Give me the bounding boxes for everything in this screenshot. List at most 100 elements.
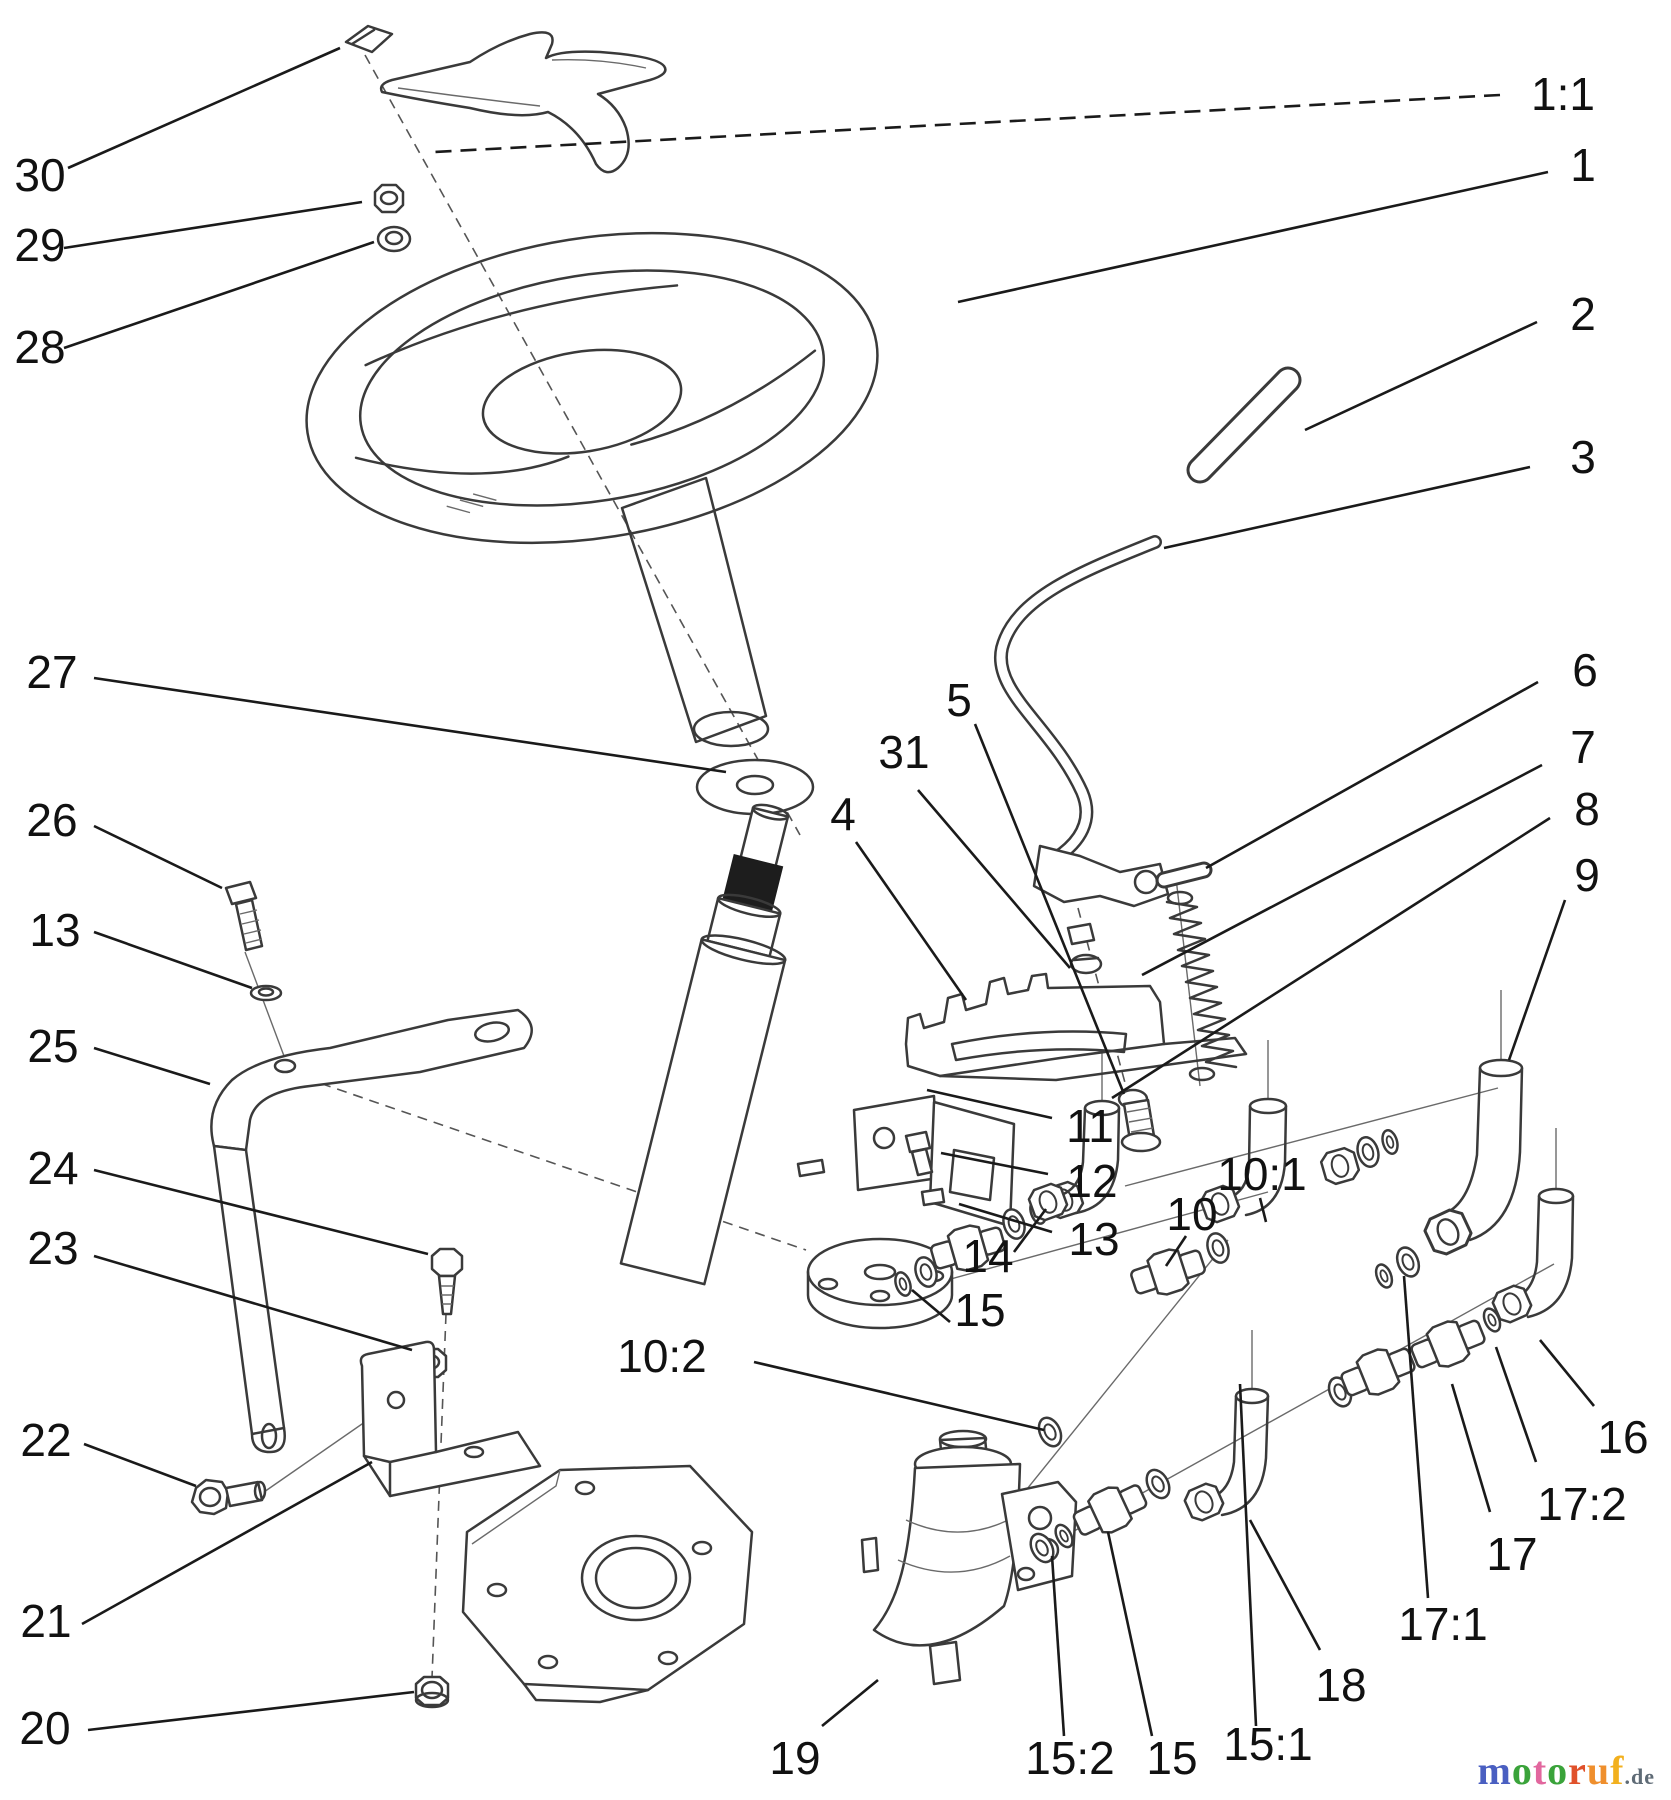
- callout-28: 28: [14, 321, 65, 373]
- callout-9: 9: [1574, 849, 1600, 901]
- leader-31: [917, 789, 1071, 969]
- callout-4: 4: [830, 788, 856, 840]
- callout-10: 10: [1166, 1188, 1217, 1240]
- leader-28: [63, 240, 375, 350]
- leader-10:1: [1258, 1197, 1268, 1223]
- steering-wheel-cover: [379, 31, 667, 174]
- hydraulic-fittings-lower: [1024, 1187, 1575, 1568]
- leader-17: [1450, 1383, 1492, 1513]
- leader-22: [83, 1442, 197, 1488]
- leader-25: [93, 1046, 211, 1086]
- callout-30: 30: [14, 149, 65, 201]
- leader-26: [93, 824, 223, 890]
- leader-20: [87, 1690, 415, 1732]
- leader-2: [1304, 320, 1538, 432]
- leader-5: [973, 723, 1126, 1095]
- washer-28: [376, 225, 412, 253]
- washer-27: [695, 758, 815, 816]
- bolt-31: [1066, 922, 1103, 975]
- callout-8: 8: [1574, 783, 1600, 835]
- lever-rod-3: [993, 535, 1213, 908]
- leader-1:1: [433, 93, 1501, 154]
- callout-26: 26: [26, 794, 77, 846]
- leader-15-bottom: [1106, 1531, 1154, 1737]
- callout-24: 24: [27, 1142, 78, 1194]
- callout-1:1: 1:1: [1531, 68, 1595, 120]
- callout-14: 14: [962, 1230, 1013, 1282]
- hydraulic-fittings-upper: [891, 1058, 1524, 1452]
- leader-15:1: [1238, 1383, 1258, 1727]
- leader-12: [940, 1151, 1049, 1176]
- lock-nut-29: [373, 183, 405, 214]
- leader-lines: [63, 46, 1596, 1737]
- logo-tld: .de: [1624, 1764, 1655, 1789]
- callout-17: 17: [1486, 1528, 1537, 1580]
- callout-23: 23: [27, 1222, 78, 1274]
- callout-22: 22: [20, 1414, 71, 1466]
- leader-1: [957, 170, 1549, 304]
- washer-13-left: [249, 984, 283, 1002]
- spring-6: [1165, 890, 1238, 1082]
- leader-13-left: [93, 930, 253, 990]
- mounting-plate: [461, 1464, 754, 1704]
- leader-7: [1141, 763, 1543, 977]
- callout-20: 20: [19, 1702, 70, 1754]
- callout-25: 25: [27, 1020, 78, 1072]
- leader-6: [1205, 680, 1539, 870]
- callout-29: 29: [14, 219, 65, 271]
- leader-17:1: [1402, 1275, 1430, 1599]
- callout-15:1: 15:1: [1223, 1718, 1313, 1770]
- callout-15:2: 15:2: [1025, 1732, 1115, 1784]
- callout-13-right: 13: [1068, 1213, 1119, 1265]
- shoulder-bolt-22: [190, 1478, 267, 1516]
- logo-letter: o: [1547, 1748, 1569, 1793]
- callout-1: 1: [1570, 139, 1596, 191]
- motoruf-logo: motoruf.de: [1478, 1747, 1656, 1794]
- logo-letter: m: [1477, 1748, 1512, 1793]
- leader-30: [67, 46, 341, 170]
- leader-15:2: [1050, 1555, 1066, 1737]
- screw-5: [1117, 1088, 1162, 1153]
- steering-column: [619, 803, 1016, 1330]
- leader-4: [854, 841, 968, 1001]
- callout-27: 27: [26, 646, 77, 698]
- leader-10: [1164, 1235, 1188, 1267]
- support-bracket-25: [210, 1008, 533, 1454]
- wheel-hub-cone: [620, 476, 770, 748]
- callout-15-bottom: 15: [1146, 1732, 1197, 1784]
- callout-19: 19: [769, 1732, 820, 1784]
- callout-labels: 3029282726132524232221201:11236789531411…: [14, 68, 1648, 1784]
- leader-19: [821, 1678, 879, 1728]
- callout-18: 18: [1315, 1659, 1366, 1711]
- leader-11: [926, 1088, 1053, 1120]
- callout-16: 16: [1597, 1411, 1648, 1463]
- logo-letter: u: [1586, 1748, 1611, 1793]
- callout-11: 11: [1066, 1100, 1114, 1152]
- logo-letter: t: [1532, 1748, 1548, 1793]
- leader-23: [93, 1254, 413, 1352]
- leader-3: [1163, 465, 1531, 550]
- toothed-plate: [904, 972, 1248, 1082]
- leader-21: [81, 1460, 373, 1626]
- logo-letter: f: [1610, 1748, 1625, 1793]
- leader-27: [93, 676, 727, 774]
- leader-9: [1507, 899, 1567, 1061]
- bolt-24: [430, 1247, 464, 1316]
- callout-21: 21: [20, 1595, 71, 1647]
- steering-wheel: [305, 231, 879, 545]
- steering-wheel-cap: [344, 24, 394, 54]
- leader-13-right: [958, 1202, 1053, 1234]
- callout-3: 3: [1570, 431, 1596, 483]
- leader-16: [1538, 1339, 1596, 1407]
- callout-17:2: 17:2: [1537, 1478, 1627, 1530]
- l-bracket-21: [359, 1340, 542, 1498]
- leader-18: [1248, 1519, 1322, 1651]
- callout-12: 12: [1066, 1155, 1117, 1207]
- callout-13-left: 13: [29, 904, 80, 956]
- bolt-12: [904, 1130, 946, 1207]
- callout-17:1: 17:1: [1398, 1598, 1488, 1650]
- flange-nut-20: [414, 1675, 450, 1709]
- callout-7: 7: [1570, 721, 1596, 773]
